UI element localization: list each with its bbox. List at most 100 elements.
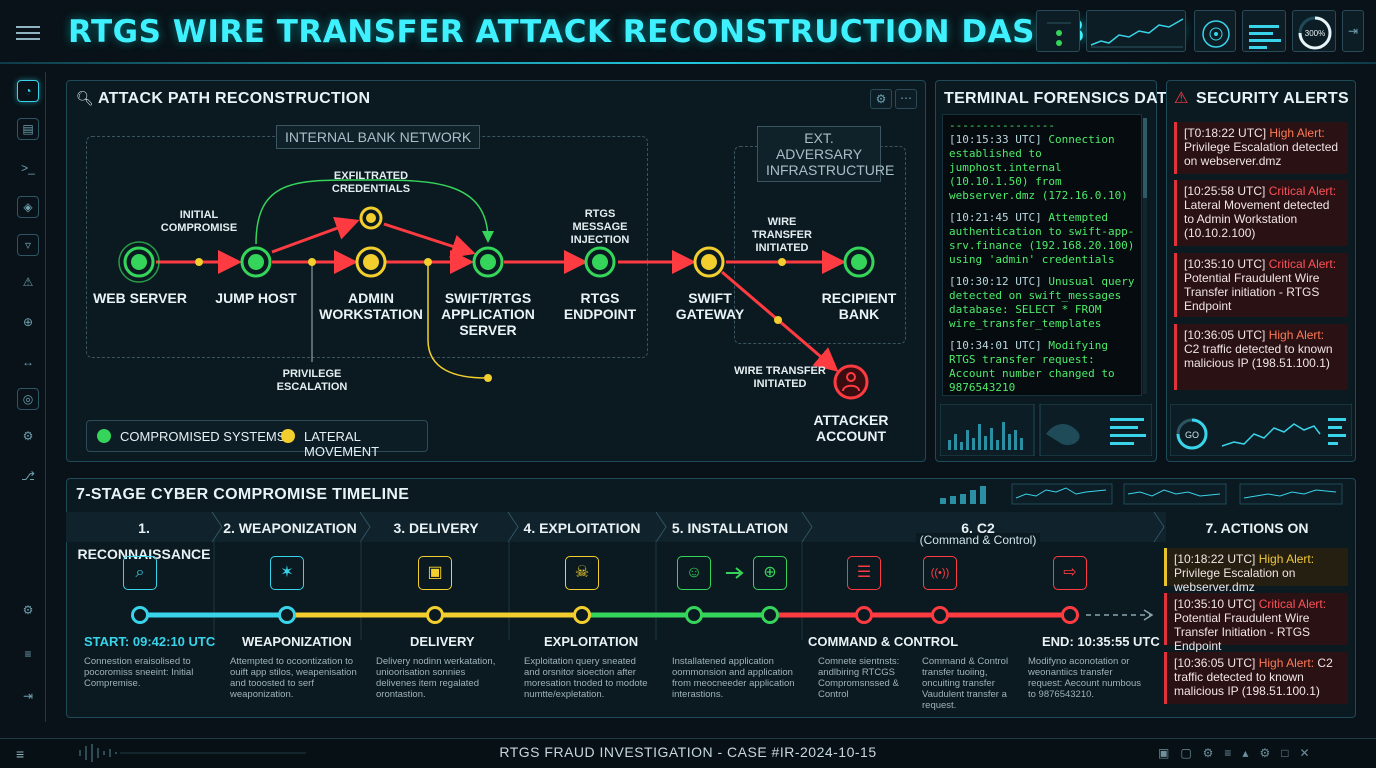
timeline-node[interactable] [426,606,444,624]
node-label-admin-ws: ADMIN WORKSTATION [319,290,423,322]
timeline-alert[interactable]: [10:36:05 UTC] High Alert: C2 traffic de… [1164,652,1348,704]
stage-c2[interactable]: 6. C2 [961,520,995,536]
install-user-icon: ☺ [677,556,711,590]
expand-icon[interactable]: ⇥ [1342,10,1364,52]
timeline-node[interactable] [278,606,296,624]
timeline-desc: Exploitation query sneated and orsnitor … [524,656,648,700]
internal-zone-label: INTERNAL BANK NETWORK [276,125,481,149]
skull-icon: ☠ [565,556,599,590]
timeline-start: START: 09:42:10 UTC [84,634,216,649]
config-icon[interactable]: ⚙ [22,603,34,617]
stage-delivery[interactable]: 3. DELIVERY [393,520,479,536]
truck-icon: ▣ [418,556,452,590]
server-icon: ☰ [847,556,881,590]
terminal-entry: [10:21:45 UTC] Attempted authentication … [949,211,1135,266]
timeline-node[interactable] [131,606,149,624]
terminal-title: TERMINAL FORENSICS DATA [944,90,1178,107]
timeline-weapon-label: WEAPONIZATION [242,634,352,649]
edge-exfil-loop [255,179,494,245]
terminal-icon[interactable]: >_ [21,161,35,175]
timeline-node[interactable] [573,606,591,624]
node-label-recipient: RECIPIENT BANK [821,290,897,322]
alert-item[interactable]: [10:25:58 UTC] Critical Alert: Lateral M… [1174,180,1348,246]
timeline-node[interactable] [1061,606,1079,624]
alerts-gauge-label: GO [1185,430,1199,440]
timeline-node[interactable] [685,606,703,624]
footer-case-text: RTGS FRAUD INVESTIGATION - CASE #IR-2024… [499,744,877,760]
external-zone-label: EXT. ADVERSARY INFRASTRUCTURE [757,126,894,182]
timeline-alert[interactable]: [10:35:10 UTC] Critical Alert: Potential… [1164,593,1348,653]
legend: COMPROMISED SYSTEMS LATERAL MOVEMENT [86,420,428,459]
edge-exfil-swift [383,222,476,258]
dashboard-icon[interactable]: ◔ [17,80,39,102]
logout-icon[interactable]: ⇥ [22,689,34,703]
settings-icon[interactable]: ⚙ [22,429,34,443]
terminal-output[interactable]: ---------------- [10:15:33 UTC] Connecti… [942,114,1142,396]
timeline-node[interactable] [855,606,873,624]
alert-icon[interactable]: ⚠ [22,275,34,289]
stage-recon[interactable]: 1. RECONNAISSANCE [77,520,211,562]
folder-icon[interactable]: ▤ [17,118,39,140]
node-label-gateway: SWIFT GATEWAY [675,290,745,322]
timeline-desc: Comnete sientnsts: andlbiring RTCGS Comp… [818,656,900,700]
timeline-node[interactable] [761,606,779,624]
panel-more-icon[interactable]: ⋯ [895,89,917,109]
alert-item[interactable]: [10:36:05 UTC] High Alert: C2 traffic de… [1174,324,1348,390]
footer-tool-icons[interactable]: ▣▢⚙≡▴⚙□✕ [1158,746,1321,760]
stage-actions[interactable]: 7. ACTIONS ON OBJECTIVES [1205,520,1309,562]
terminal-scrollbar[interactable] [1143,118,1147,394]
panel-settings-icon[interactable]: ⚙ [870,89,892,109]
notes-icon[interactable]: ≡ [24,647,32,661]
menu-icon[interactable] [16,22,40,42]
timeline-alert[interactable]: [10:18:22 UTC] High Alert: Privilege Esc… [1164,548,1348,594]
timeline-title: 7-STAGE CYBER COMPROMISE TIMELINE [76,486,410,503]
node-web-server [131,254,147,270]
edge-dots [195,258,786,324]
lateral-endpoint [484,374,492,382]
alerts-mini-chart: GO [1170,404,1352,456]
edge-lateral-branch [427,262,487,379]
node-label-attacker: ATTACKER ACCOUNT [813,412,889,444]
footer-waveform [79,744,306,762]
header-divider [0,62,1376,64]
page-title: RTGS WIRE TRANSFER ATTACK RECONSTRUCTION… [68,14,1187,50]
stage-weaponization[interactable]: 2. WEAPONIZATION [223,520,357,536]
chart-widget [1086,10,1186,52]
timeline-exploit-label: EXPLOITATION [544,634,639,649]
globe-icon[interactable]: ⊕ [22,315,34,329]
alert-item[interactable]: [T0:18:22 UTC] High Alert: Privilege Esc… [1174,122,1348,174]
terminal-entry: [10:30:12 UTC] Unusual query detected on… [949,275,1135,330]
node-rtgs [592,254,608,270]
edge-label-msg-inject: RTGS MESSAGE INJECTION [570,208,630,246]
timeline-desc: Command & Control transfer tuoiing, oncu… [922,656,1009,711]
network-icon[interactable]: ↔ [22,355,34,369]
policy-icon[interactable]: ▿ [17,234,39,256]
lock-icon[interactable]: ◎ [17,388,39,410]
hierarchy-icon[interactable]: ⎇ [21,469,35,483]
stage-exploitation[interactable]: 4. EXPLOITATION [523,520,641,536]
node-recipient [851,254,867,270]
alert-item[interactable]: [10:35:10 UTC] Critical Alert: Potential… [1174,253,1348,317]
footer-menu-icon[interactable]: ≡ [16,746,25,762]
edge-label-privesc: PRIVILEGE ESCALATION [276,368,348,393]
legend-lateral: LATERAL MOVEMENT [304,429,380,459]
legend-yellow-dot [281,429,295,443]
warning-icon: ⚠ [1174,90,1189,107]
legend-green-dot [97,429,111,443]
attack-path-title: ATTACK PATH RECONSTRUCTION [98,90,371,107]
timeline-desc: Installatened application oommonsion and… [672,656,795,700]
timeline-desc: Modifyno aconotation or weonantiics tran… [1028,656,1142,700]
stage-c2-sub: (Command & Control) [916,533,1040,547]
broadcast-icon: ((•)) [923,556,957,590]
search-icon: 🔍︎ [76,90,94,106]
graph-nodes [118,206,875,400]
node-label-web-server: WEB SERVER [93,290,187,306]
node-exfil [366,213,376,223]
rocket-icon: ✶ [270,556,304,590]
gauge-percent: 300% [1305,29,1325,38]
shield-icon[interactable]: ◈ [17,196,39,218]
timeline-node[interactable] [931,606,949,624]
timeline-desc: Delivery nodinn werkatation, unioorisati… [376,656,496,700]
stage-installation[interactable]: 5. INSTALLATION [671,520,789,536]
edge-label-initial: INITIAL COMPROMISE [160,209,238,234]
